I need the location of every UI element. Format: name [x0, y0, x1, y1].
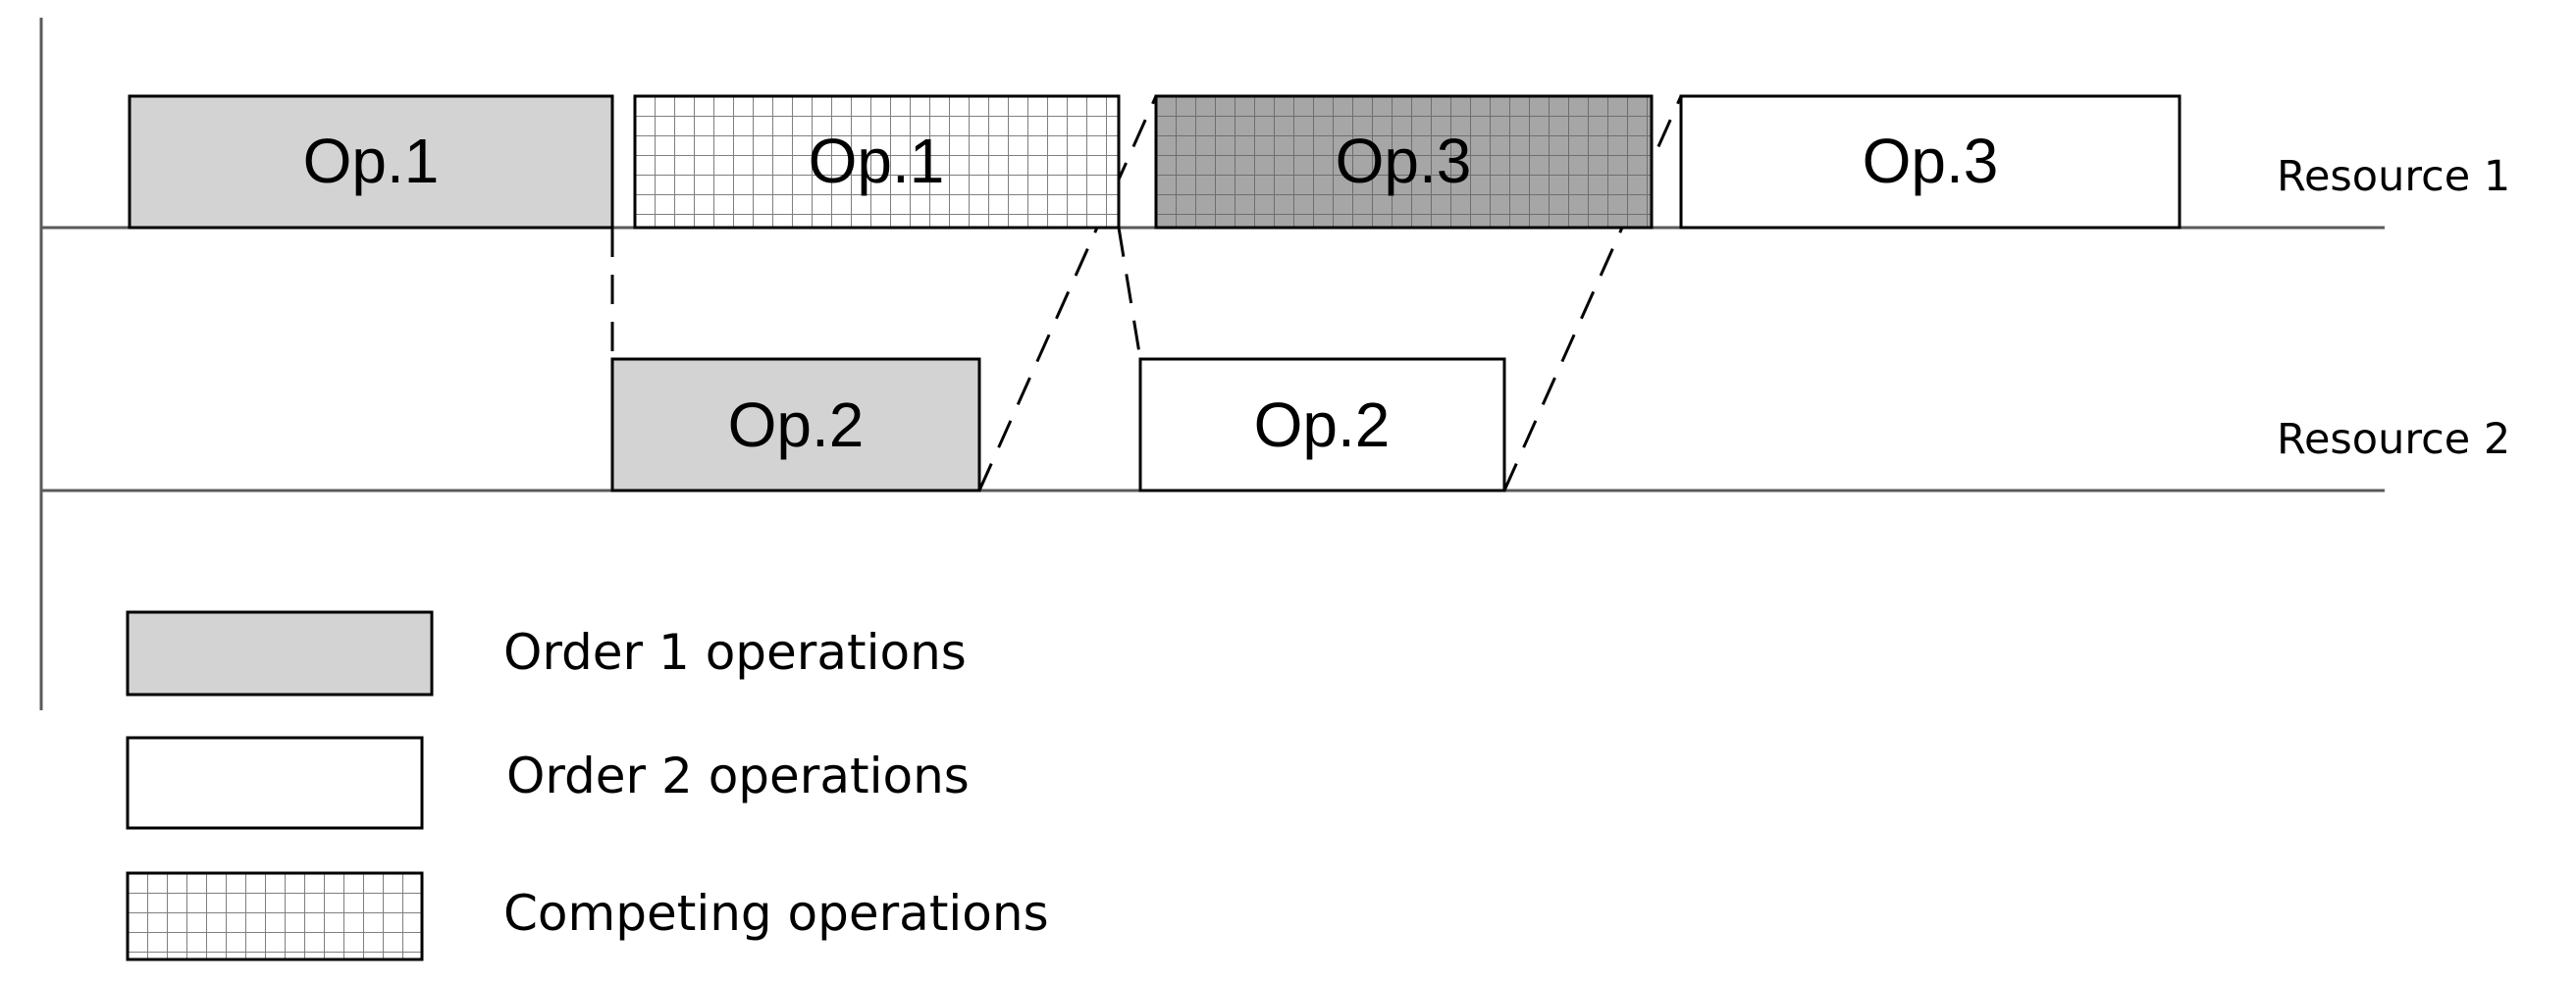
resource-label: Resource 1 [2277, 152, 2510, 201]
op-block-order2-op2 [1138, 357, 1506, 492]
legend-swatch-order2 [126, 736, 424, 830]
op-block-order2-op1-competing [633, 94, 1121, 230]
op-label: Op.3 [1863, 126, 1999, 196]
connector-order2-op2-op3 [1502, 95, 1683, 492]
op-label: Op.3 [1336, 126, 1472, 196]
legend: Order 1 operations Order 2 operations Co… [126, 610, 1049, 961]
legend-swatch-competing [126, 871, 424, 961]
resource-label: Resource 2 [2277, 415, 2510, 464]
op-block-order2-op3 [1679, 94, 2182, 230]
op-block-order1-op1 [128, 94, 614, 230]
connector-order2-op1-op2 [1117, 227, 1142, 360]
op-label: Op.1 [809, 126, 945, 196]
op-block-order1-op2 [610, 357, 981, 492]
connector-order1-op2-op3 [977, 95, 1158, 492]
op-block-order1-op3-competing [1154, 94, 1654, 230]
precedence-connectors [610, 95, 1683, 492]
legend-label: Competing operations [503, 885, 1049, 942]
op-label: Op.2 [1254, 389, 1391, 460]
legend-label: Order 2 operations [506, 748, 970, 804]
op-label: Op.1 [303, 126, 440, 196]
legend-swatch-order1 [126, 610, 434, 697]
legend-label: Order 1 operations [503, 624, 967, 681]
op-label: Op.2 [728, 389, 865, 460]
